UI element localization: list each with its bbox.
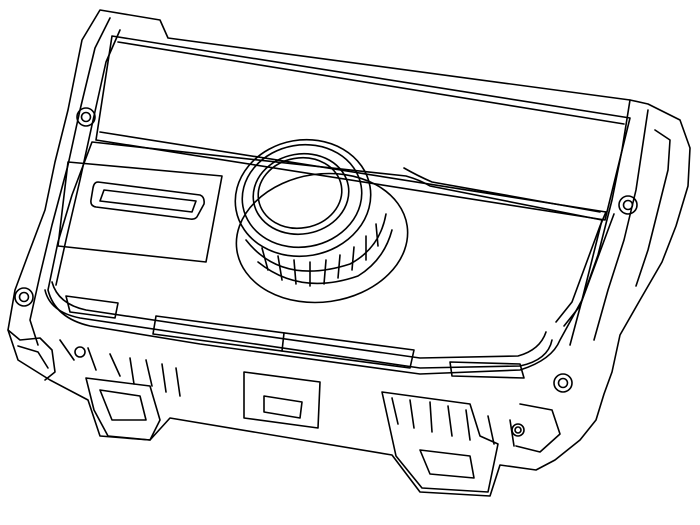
top-panel-inner-edge [118, 42, 624, 124]
control-panel-outline [48, 142, 602, 374]
right-frame-rail-inner [594, 110, 648, 340]
left-bracket [8, 330, 55, 380]
bottom-tab-left-inner [100, 390, 146, 420]
center-button [153, 316, 414, 368]
bottom-tab-right-inner [420, 450, 474, 478]
mechanism-lines-right [392, 398, 514, 446]
mechanism-lines-left [60, 340, 180, 396]
screw-boss-right [554, 374, 572, 392]
knob-rim [234, 135, 370, 256]
rotary-knob [226, 129, 416, 313]
knob-face-inner [253, 151, 348, 235]
left-frame-rail [30, 18, 110, 345]
bottom-tab-left [86, 378, 160, 440]
knob-grip-band [246, 214, 386, 271]
left-bracket-inner [18, 346, 48, 368]
screw-boss-left [15, 288, 33, 306]
display-slot-inner [100, 190, 196, 212]
top-panel-outline [96, 36, 630, 220]
right-frame-rail [570, 100, 630, 345]
mechanism-detail-right [516, 404, 560, 452]
knob-base-ring [228, 163, 416, 314]
right-bracket [636, 130, 670, 286]
display-window [58, 162, 222, 262]
screw-boss-top-right [619, 196, 637, 214]
bottom-tab-center [244, 372, 320, 428]
screw-boss-bottom-left [75, 347, 85, 357]
screw-boss-bottom-right [512, 424, 524, 436]
housing-outline [8, 10, 690, 496]
center-button-divider [282, 333, 284, 351]
screw-boss-top-left [77, 108, 95, 126]
bottom-tab-right [382, 392, 498, 492]
display-slot-outer [91, 182, 204, 219]
right-trim-strip [556, 212, 606, 322]
bottom-trim [45, 290, 552, 368]
bottom-trim-inner [52, 282, 546, 358]
right-trim-strip-inner [564, 214, 614, 326]
knob-outer [226, 129, 380, 267]
knob-grip-ridges [262, 224, 378, 286]
bottom-tab-center-inner [264, 396, 302, 418]
left-button [66, 296, 118, 318]
control-panel-curve [404, 168, 600, 212]
knob-face [247, 146, 355, 241]
right-button [450, 362, 524, 378]
